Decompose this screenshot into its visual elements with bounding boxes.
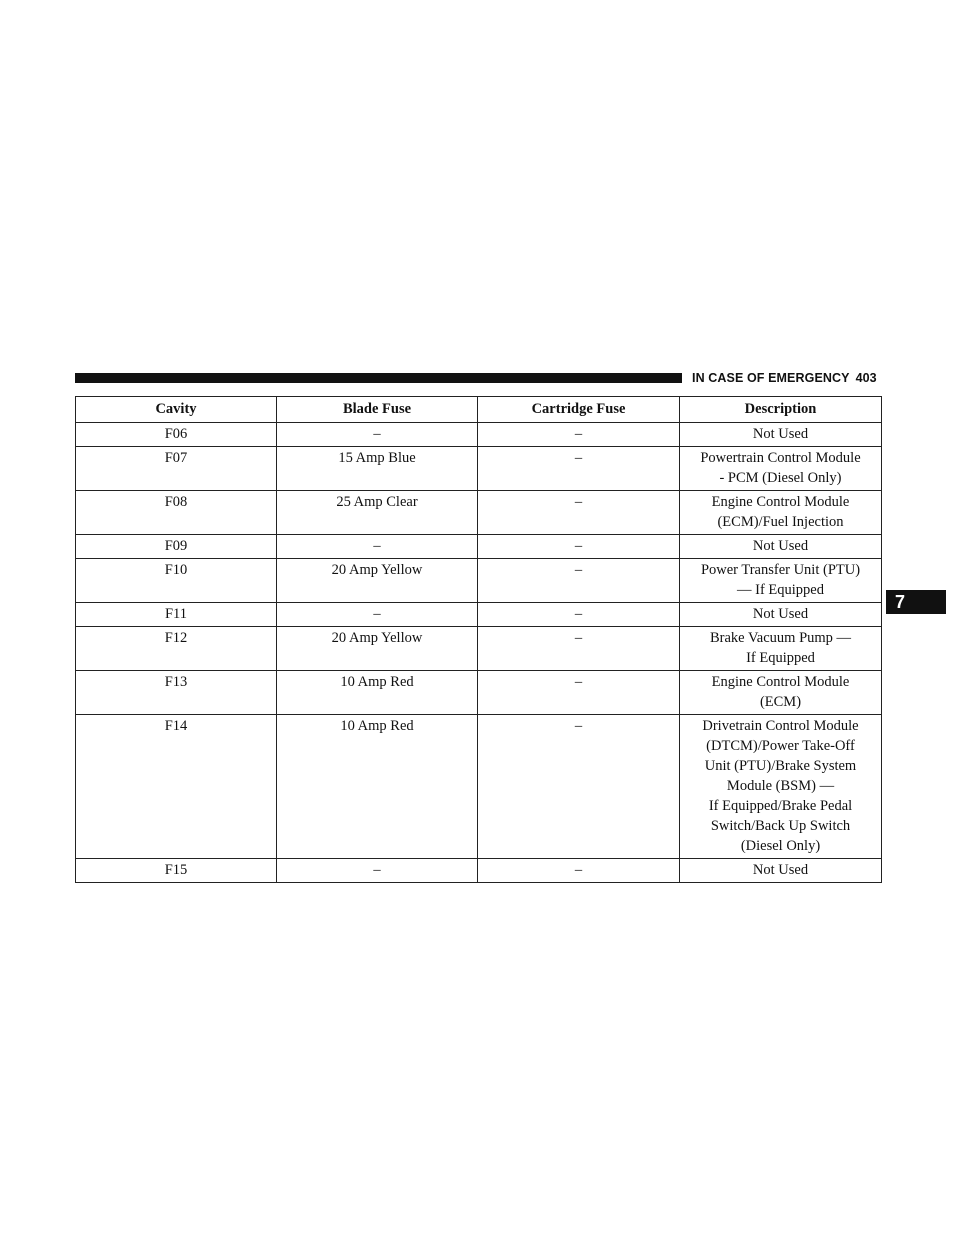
description-line: (ECM) bbox=[759, 694, 802, 710]
blade-fuse-cell: – bbox=[276, 602, 478, 627]
column-header-blade-fuse: Blade Fuse bbox=[276, 396, 478, 423]
cartridge-fuse-cell: – bbox=[477, 858, 680, 883]
description-cell: Engine Control Module (ECM)/Fuel Injectio… bbox=[679, 490, 882, 535]
running-header: IN CASE OF EMERGENCY 403 bbox=[692, 369, 882, 387]
blade-fuse-cell: 20 Amp Yellow bbox=[276, 558, 478, 603]
cavity-cell: F09 bbox=[75, 534, 277, 559]
page-number: 403 bbox=[855, 371, 877, 385]
cavity-cell: F15 bbox=[75, 858, 277, 883]
description-line: (Diesel Only) bbox=[740, 838, 821, 854]
table-row: F09––Not Used bbox=[75, 534, 882, 559]
blade-fuse-cell: – bbox=[276, 534, 478, 559]
description-line: Not Used bbox=[752, 606, 809, 622]
description-cell: Not Used bbox=[679, 602, 882, 627]
description-cell: Not Used bbox=[679, 858, 882, 883]
column-header-cavity: Cavity bbox=[75, 396, 277, 423]
cartridge-fuse-cell: – bbox=[477, 602, 680, 627]
description-cell: Power Transfer Unit (PTU) — If Equipped bbox=[679, 558, 882, 603]
blade-fuse-cell: 20 Amp Yellow bbox=[276, 626, 478, 671]
cartridge-fuse-cell: – bbox=[477, 490, 680, 535]
description-line: — If Equipped bbox=[737, 582, 824, 598]
cartridge-fuse-cell: – bbox=[477, 534, 680, 559]
cartridge-fuse-cell: – bbox=[477, 670, 680, 715]
description-line: If Equipped bbox=[746, 650, 815, 666]
description-line: Brake Vacuum Pump — bbox=[709, 630, 852, 646]
cartridge-fuse-cell: – bbox=[477, 714, 680, 859]
header-rule bbox=[75, 373, 682, 383]
table-row: F11––Not Used bbox=[75, 602, 882, 627]
cavity-cell: F07 bbox=[75, 446, 277, 491]
description-line: Engine Control Module bbox=[711, 494, 850, 510]
description-line: If Equipped/Brake Pedal bbox=[708, 798, 853, 814]
cavity-cell: F11 bbox=[75, 602, 277, 627]
fuse-table: Cavity Blade Fuse Cartridge Fuse Descrip… bbox=[75, 396, 882, 883]
table-row: F06––Not Used bbox=[75, 422, 882, 447]
cavity-cell: F06 bbox=[75, 422, 277, 447]
cavity-cell: F10 bbox=[75, 558, 277, 603]
cavity-cell: F14 bbox=[75, 714, 277, 859]
blade-fuse-cell: 15 Amp Blue bbox=[276, 446, 478, 491]
blade-fuse-cell: 10 Amp Red bbox=[276, 670, 478, 715]
blade-fuse-cell: – bbox=[276, 422, 478, 447]
section-title: IN CASE OF EMERGENCY bbox=[692, 371, 850, 385]
description-line: Engine Control Module bbox=[711, 674, 850, 690]
description-line: Module (BSM) — bbox=[726, 778, 835, 794]
description-cell: Powertrain Control Module - PCM (Diesel O… bbox=[679, 446, 882, 491]
cartridge-fuse-cell: – bbox=[477, 558, 680, 603]
table-row: F15––Not Used bbox=[75, 858, 882, 883]
description-cell: Drivetrain Control Module (DTCM)/Power Ta… bbox=[679, 714, 882, 859]
description-line: - PCM (Diesel Only) bbox=[719, 470, 842, 486]
column-header-cartridge-fuse: Cartridge Fuse bbox=[477, 396, 680, 423]
description-cell: Not Used bbox=[679, 534, 882, 559]
description-line: Not Used bbox=[752, 862, 809, 878]
column-header-description: Description bbox=[679, 396, 882, 423]
blade-fuse-cell: – bbox=[276, 858, 478, 883]
cartridge-fuse-cell: – bbox=[477, 446, 680, 491]
description-line: Not Used bbox=[752, 538, 809, 554]
description-line: Powertrain Control Module bbox=[700, 450, 861, 466]
description-line: Unit (PTU)/Brake System bbox=[704, 758, 857, 774]
fuse-table-header: Cavity Blade Fuse Cartridge Fuse Descrip… bbox=[75, 396, 882, 423]
blade-fuse-cell: 25 Amp Clear bbox=[276, 490, 478, 535]
cavity-cell: F12 bbox=[75, 626, 277, 671]
description-line: Not Used bbox=[752, 426, 809, 442]
description-line: Switch/Back Up Switch bbox=[710, 818, 851, 834]
description-cell: Brake Vacuum Pump — If Equipped bbox=[679, 626, 882, 671]
description-line: Drivetrain Control Module bbox=[702, 718, 859, 734]
description-line: (ECM)/Fuel Injection bbox=[717, 514, 844, 530]
description-cell: Engine Control Module (ECM) bbox=[679, 670, 882, 715]
cavity-cell: F08 bbox=[75, 490, 277, 535]
chapter-tab: 7 bbox=[886, 590, 946, 614]
description-line: (DTCM)/Power Take-Off bbox=[706, 738, 855, 754]
cavity-cell: F13 bbox=[75, 670, 277, 715]
cartridge-fuse-cell: – bbox=[477, 626, 680, 671]
description-line: Power Transfer Unit (PTU) bbox=[700, 562, 861, 578]
blade-fuse-cell: 10 Amp Red bbox=[276, 714, 478, 859]
description-cell: Not Used bbox=[679, 422, 882, 447]
cartridge-fuse-cell: – bbox=[477, 422, 680, 447]
